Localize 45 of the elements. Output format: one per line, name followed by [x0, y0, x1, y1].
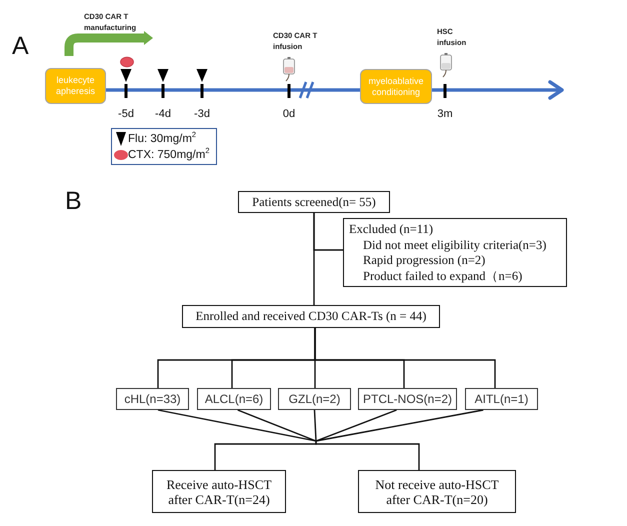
exclusion-reason: Product failed to expand（n=6) — [363, 268, 522, 284]
legend-label: CTX: 750mg/m$^{2}$ — [128, 148, 210, 162]
tick-label: -3d — [193, 107, 211, 121]
exclusion-reason: Did not meet eligibility criteria(n=3) — [363, 238, 546, 254]
connector-line — [106, 88, 360, 92]
tick-label: -5d — [117, 107, 135, 121]
step-label: Patients screened(n= 55) — [252, 194, 376, 210]
subtype-box — [465, 388, 538, 410]
subtype-box — [197, 388, 271, 410]
outcome-box — [358, 470, 516, 513]
stage-box — [360, 69, 432, 104]
subtype-label: ALCL(n=6) — [204, 392, 264, 406]
stage-box — [45, 68, 106, 104]
outcome-label: Receive auto-HSCT after CAR-T(n=24) — [165, 476, 273, 506]
process-box — [238, 191, 390, 213]
process-box — [182, 305, 440, 328]
subtype-label: PTCL-NOS(n=2) — [362, 392, 452, 406]
subtype-box — [278, 388, 351, 410]
connector-line — [214, 441, 317, 470]
panel-label: A — [12, 34, 29, 59]
tick-label: -4d — [154, 107, 172, 121]
tick-label: 3m — [436, 107, 454, 121]
subtype-box — [358, 388, 457, 410]
exclusion-reason: Rapid progression (n=2) — [363, 253, 486, 269]
subtype-label: AITL(n=1) — [474, 392, 528, 406]
connector-line — [158, 409, 316, 442]
outcome-box — [152, 470, 286, 513]
exclusion-box — [343, 218, 567, 287]
connector-line — [316, 409, 484, 442]
connector-line — [316, 409, 397, 442]
connector-line — [314, 410, 317, 442]
subtype-label: GZL(n=2) — [288, 392, 340, 406]
panel-label: B — [65, 189, 82, 214]
tick-label: 0d — [282, 107, 296, 121]
connector-line — [314, 328, 496, 388]
subtype-label: cHL(n=33) — [124, 392, 181, 406]
exclusion-heading: Excluded (n=11) — [349, 222, 433, 238]
stage-label: leukecyte apheresis — [54, 75, 96, 97]
subtype-box — [116, 388, 189, 410]
arrow — [432, 80, 564, 100]
legend-label: Flu: 30mg/m$^{2}$ — [128, 132, 196, 146]
outcome-label: Not receive auto-HSCT after CAR-T(n=20) — [374, 476, 500, 506]
step-label: Enrolled and received CD30 CAR-Ts (n = 44) — [196, 309, 426, 324]
stage-label: myeloablative conditioning — [367, 76, 425, 98]
connector-line — [313, 213, 343, 251]
